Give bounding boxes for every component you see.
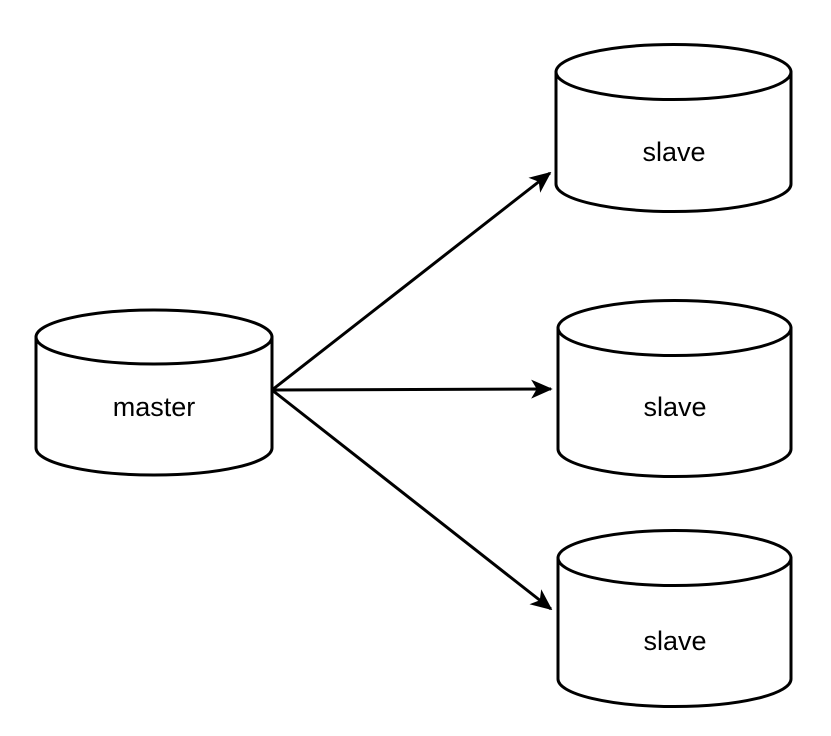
slave-middle-cylinder-top [556, 299, 793, 357]
edge-layer [271, 171, 553, 611]
master-label: master [113, 392, 196, 422]
slave-bottom-cylinder-top [556, 529, 793, 587]
node-master[interactable]: master [34, 308, 274, 477]
slave-bottom-cylinder-body [556, 556, 793, 708]
edge-master-to-slave-top[interactable] [271, 171, 552, 392]
edge-master-to-slave-middle[interactable] [271, 379, 553, 399]
slave-middle-cylinder-body [556, 326, 793, 478]
slave-bottom-label: slave [643, 626, 706, 656]
slave-top-label: slave [642, 137, 705, 167]
master-cylinder-top [34, 308, 274, 366]
edge-master-to-slave-bottom[interactable] [271, 388, 553, 611]
slave-top-cylinder-top [554, 43, 793, 101]
master-cylinder-body [34, 335, 274, 477]
node-slave-middle[interactable]: slave [556, 299, 793, 478]
slave-top-cylinder-body [554, 70, 793, 213]
node-slave-top[interactable]: slave [554, 43, 793, 213]
slave-middle-label: slave [643, 392, 706, 422]
node-slave-bottom[interactable]: slave [556, 529, 793, 708]
